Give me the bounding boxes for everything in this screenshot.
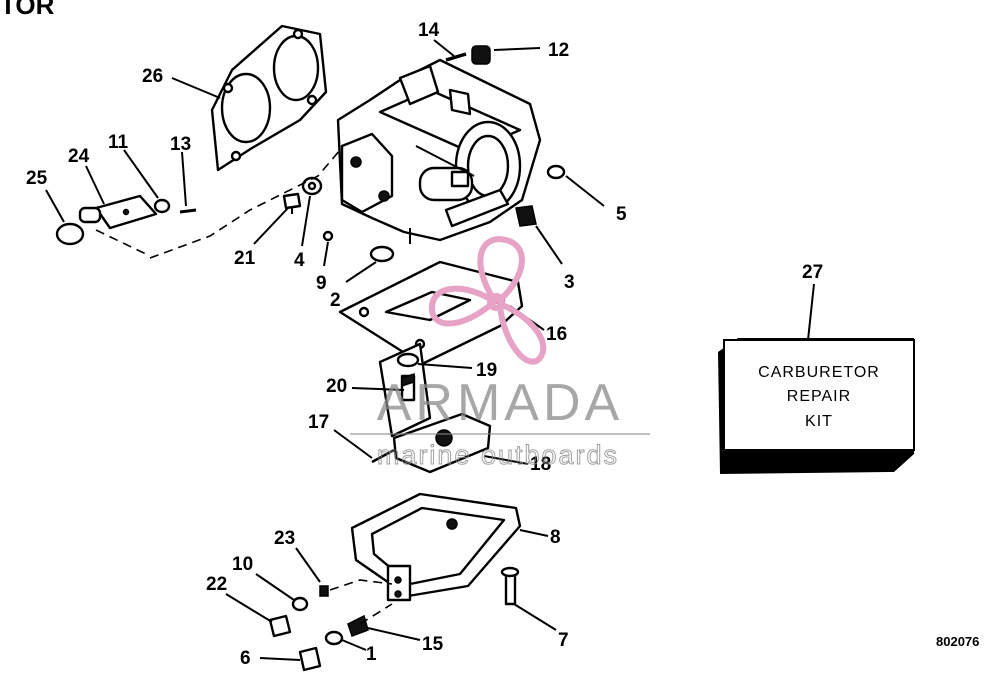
screw-7 (500, 566, 520, 606)
pin-14 (445, 52, 467, 62)
washer-4 (301, 176, 323, 196)
drawing-number: 802076 (936, 634, 980, 649)
assembly-line-bowl (329, 579, 393, 591)
callout-16: 16 (546, 324, 567, 345)
page-title-fragment: TOR (0, 0, 55, 20)
watermark-word: ARMADA (377, 374, 623, 432)
assembly-line-shaft-lower (95, 229, 151, 257)
float-bowl-8 (350, 492, 522, 602)
screw-12 (471, 45, 491, 65)
callout-23: 23 (274, 528, 295, 549)
callout-13: 13 (170, 134, 191, 155)
gasket-26 (210, 24, 328, 172)
watermark: ARMADA marine outboards (350, 236, 650, 471)
kit-line-1: CARBURETOR (758, 364, 880, 381)
needle-seat-20 (378, 342, 432, 438)
callout-8: 8 (550, 527, 561, 548)
screw-5 (546, 164, 566, 180)
nut-25 (55, 222, 85, 246)
kit-line-2: REPAIR (787, 388, 851, 405)
gasket-19 (396, 352, 420, 368)
callout-21: 21 (234, 248, 256, 269)
callout-12: 12 (548, 40, 569, 61)
callout-15: 15 (422, 634, 444, 655)
kit-line-3: KIT (805, 413, 833, 430)
leader-lines (45, 39, 815, 661)
callout-6: 6 (240, 648, 251, 669)
callout-25: 25 (26, 168, 48, 189)
callout-20: 20 (326, 376, 347, 397)
callout-24: 24 (68, 146, 90, 167)
callout-1: 1 (366, 644, 377, 665)
callout-19: 19 (476, 360, 497, 381)
repair-kit-box-27: CARBURETOR REPAIR KIT (718, 338, 915, 474)
washer-10 (291, 596, 309, 612)
jet-15 (347, 614, 369, 637)
callout-10: 10 (232, 554, 253, 575)
gasket-1 (324, 630, 344, 646)
watermark-subtitle: marine outboards (377, 440, 619, 470)
shaft-24 (78, 194, 158, 230)
hinge-pin-17 (371, 448, 395, 464)
screw-21 (282, 192, 302, 214)
callout-numbers: 1 2 3 4 5 6 7 8 9 10 11 12 13 14 15 16 1… (26, 20, 823, 669)
callout-5: 5 (616, 204, 627, 225)
callout-22: 22 (206, 574, 227, 595)
assembly-line-shaft (149, 149, 341, 259)
callout-11: 11 (108, 132, 129, 153)
callout-3: 3 (564, 272, 575, 293)
jet-23 (319, 585, 329, 597)
plug-6 (298, 646, 322, 672)
pin-13 (179, 208, 197, 214)
plug-22 (268, 614, 292, 638)
propeller-logo-icon (428, 236, 547, 365)
callout-17: 17 (308, 412, 329, 433)
ball-9 (322, 230, 334, 242)
callout-4: 4 (294, 250, 305, 271)
callout-26: 26 (142, 66, 163, 87)
spring-3 (515, 205, 537, 227)
carburetor-body (336, 58, 542, 244)
callout-7: 7 (558, 630, 569, 651)
callout-27: 27 (802, 262, 823, 283)
ball-2 (369, 245, 395, 263)
callout-18: 18 (530, 454, 551, 475)
callout-9: 9 (316, 273, 327, 294)
callout-2: 2 (330, 290, 341, 311)
washer-11 (153, 198, 171, 214)
assembly-line-bowl-lower (359, 603, 393, 625)
callout-14: 14 (418, 20, 440, 41)
